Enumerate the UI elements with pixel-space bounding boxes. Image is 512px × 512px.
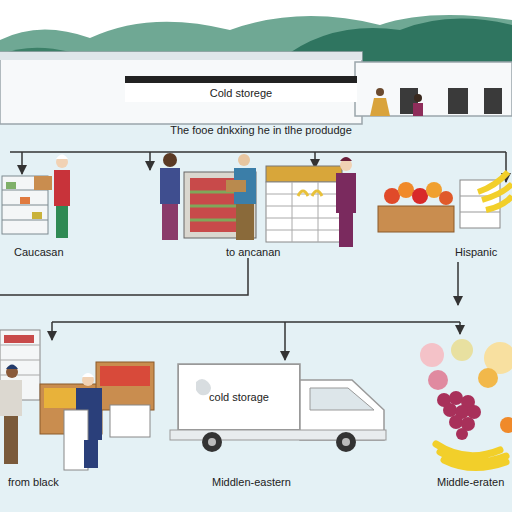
fruit-pile — [420, 339, 512, 468]
diagram-title: The fooe dnkxing he in tlhe produdge — [96, 124, 426, 136]
worker-figure — [226, 154, 256, 240]
station-label: Caucasan — [14, 246, 64, 258]
flow-lines — [0, 152, 506, 360]
worker-figure — [64, 373, 102, 470]
door — [484, 88, 502, 114]
station-label: Hispanic — [455, 246, 497, 258]
station-label: Middle-eraten — [437, 476, 504, 488]
refrigerated-truck — [170, 364, 386, 452]
worker-figure — [0, 365, 22, 465]
truck-box: cold storage — [178, 364, 300, 430]
station-label: to ancanan — [226, 246, 280, 258]
station-label: from black — [8, 476, 59, 488]
worker-figure — [336, 157, 356, 247]
door — [448, 88, 468, 114]
annex-building — [355, 62, 512, 116]
warehouse-roof — [0, 52, 362, 60]
sky — [0, 0, 512, 70]
worker-figure — [34, 155, 70, 239]
worker-figure — [160, 153, 180, 240]
crate-stacks — [266, 166, 344, 242]
station-label: Middlen-eastern — [212, 476, 291, 488]
building-sign: Cold storege — [125, 76, 357, 102]
warehouse — [0, 52, 362, 124]
node-text: cold storage — [209, 391, 269, 403]
worker-figure — [413, 94, 423, 116]
worker-figure — [370, 88, 390, 116]
fruit-crates-right — [378, 172, 512, 232]
node-text: Cold storege — [210, 87, 272, 99]
